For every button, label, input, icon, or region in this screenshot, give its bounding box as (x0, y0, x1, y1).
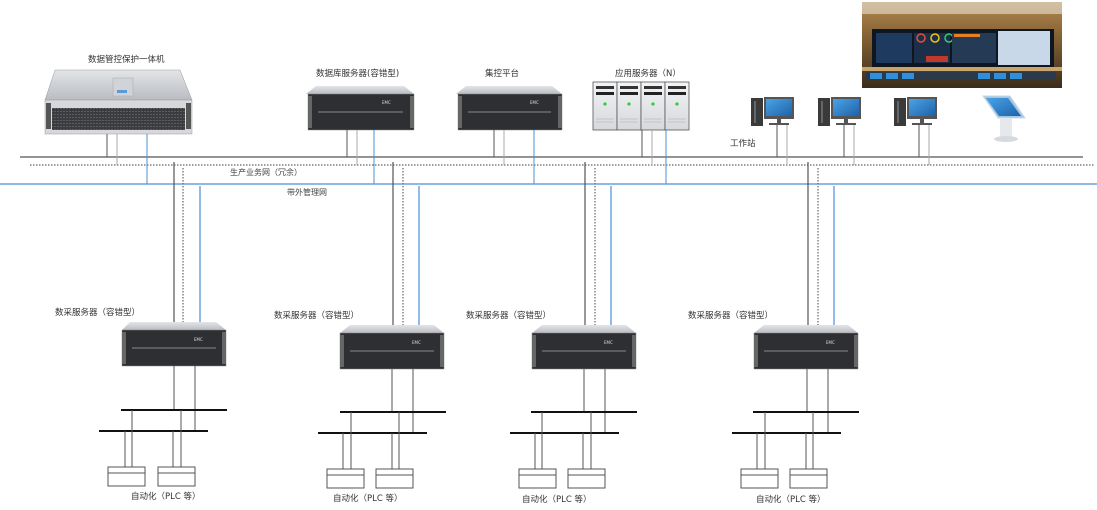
plc-device[interactable] (740, 468, 779, 489)
workstations-label: 工作站 (730, 138, 756, 149)
brand-logo: EMC (194, 337, 203, 342)
production-network-label: 生产业务网（冗余） (230, 167, 302, 177)
plc-device[interactable] (567, 468, 606, 489)
collector-group: 数采服务器（容错型） EMC 自动化（PLC 等） (55, 162, 227, 502)
monitoring-platform-label: 集控平台 (485, 68, 519, 79)
control-room-video-wall-photo (862, 2, 1062, 88)
collector-server-label: 数采服务器（容错型） (466, 310, 551, 321)
collector-group: 数采服务器（容错型） EMC 自动化（PLC 等） (688, 162, 859, 505)
security-appliance[interactable]: 数据管控保护一体机 (44, 54, 193, 184)
plc-label: 自动化（PLC 等） (131, 491, 201, 502)
workstation[interactable] (818, 97, 861, 165)
plc-label: 自动化（PLC 等） (756, 494, 826, 505)
plc-device[interactable] (518, 468, 557, 489)
app-server-tower (592, 81, 618, 131)
plc-device[interactable] (326, 468, 365, 489)
oob-network-label: 带外管理网 (287, 187, 327, 197)
plc-device[interactable] (107, 466, 146, 487)
security-appliance-label: 数据管控保护一体机 (88, 54, 165, 65)
collector-server-label: 数采服务器（容错型） (55, 307, 140, 318)
monitoring-platform-server[interactable]: 集控平台 EMC (456, 68, 563, 184)
application-servers[interactable]: 应用服务器（N） (592, 68, 690, 184)
data-collector-server[interactable]: EMC (121, 322, 227, 367)
collector-server-label: 数采服务器（容错型） (274, 310, 359, 321)
plc-device[interactable] (789, 468, 828, 489)
plc-device[interactable] (375, 468, 414, 489)
app-server-tower (616, 81, 642, 131)
application-servers-label: 应用服务器（N） (615, 68, 681, 79)
plc-label: 自动化（PLC 等） (522, 494, 592, 505)
database-server[interactable]: 数据库服务器(容错型) EMC (306, 68, 415, 184)
plc-device[interactable] (157, 466, 196, 487)
workstation[interactable] (751, 97, 794, 165)
brand-logo: EMC (412, 340, 421, 345)
database-server-label: 数据库服务器(容错型) (316, 68, 399, 79)
brand-logo: EMC (382, 100, 391, 105)
collector-server-label: 数采服务器（容错型） (688, 310, 773, 321)
brand-logo: EMC (826, 340, 835, 345)
data-collector-server[interactable]: EMC (339, 325, 445, 370)
touch-screen-kiosk[interactable] (982, 95, 1026, 142)
collector-group: 数采服务器（容错型） EMC 自动化（PLC 等） (466, 162, 637, 505)
app-server-tower (640, 81, 666, 131)
workstation[interactable] (894, 97, 937, 165)
brand-logo: EMC (604, 340, 613, 345)
data-collector-server[interactable]: EMC (531, 325, 637, 370)
data-collector-server[interactable]: EMC (753, 325, 859, 370)
brand-logo: EMC (530, 100, 539, 105)
collector-group: 数采服务器（容错型） EMC 自动化（PLC 等） (274, 162, 446, 504)
app-server-tower (664, 81, 690, 131)
plc-label: 自动化（PLC 等） (333, 493, 403, 504)
